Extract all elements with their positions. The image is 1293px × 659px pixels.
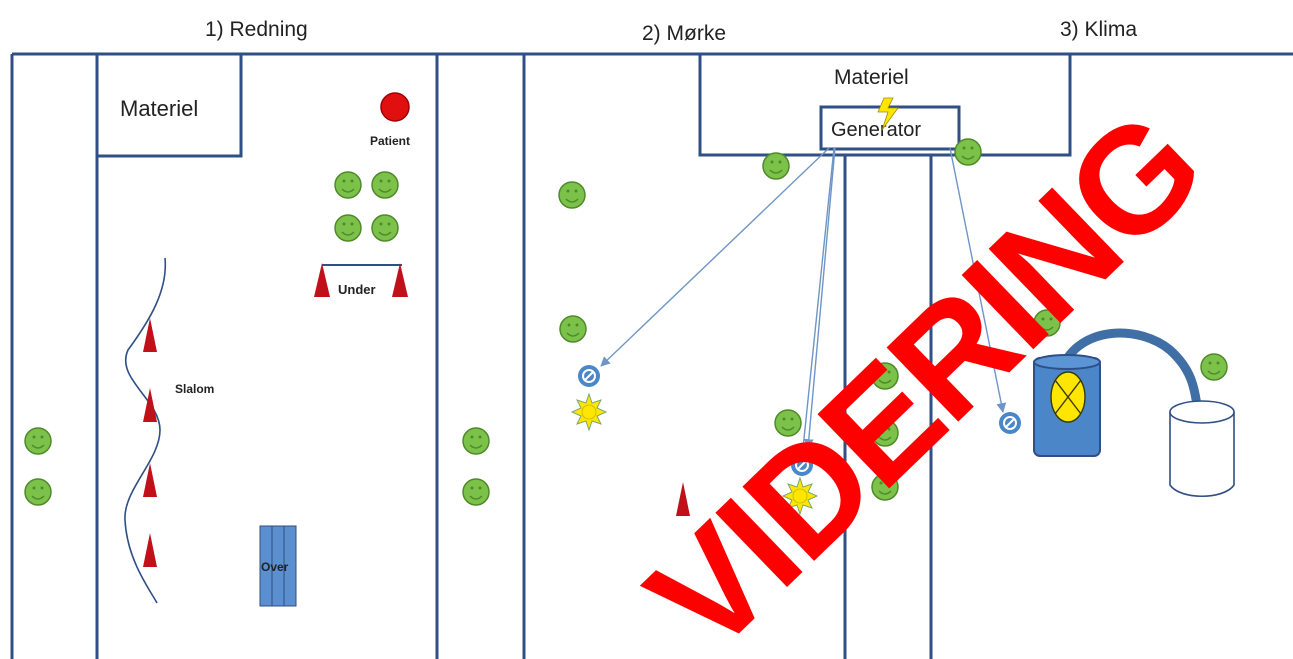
- smiley-icon: [871, 419, 899, 447]
- cable-4: [949, 147, 1007, 413]
- sun-center: [581, 404, 597, 420]
- cone-icon: [314, 263, 330, 297]
- people: [24, 138, 1228, 506]
- smiley-icon: [871, 362, 899, 390]
- station-title-klima: 3) Klima: [1060, 18, 1137, 41]
- materiel-box-left: [95, 52, 243, 158]
- over-block-part: [283, 525, 297, 607]
- lamp-lens: [582, 369, 596, 383]
- slalom-path: [124, 257, 167, 604]
- smiley-icon: [334, 171, 362, 199]
- cables: [600, 147, 1007, 459]
- smiley-icon: [871, 473, 899, 501]
- smiley-icon: [24, 478, 52, 506]
- smiley-icon: [371, 171, 399, 199]
- smiley-icon: [774, 409, 802, 437]
- smiley-icon: [559, 315, 587, 343]
- slalom-label: Slalom: [175, 382, 214, 396]
- over-label: Over: [261, 560, 289, 574]
- climate-equipment: [1033, 328, 1235, 497]
- bucket: [1169, 412, 1235, 497]
- lamp-lens: [1003, 416, 1017, 430]
- sun-center: [792, 488, 808, 504]
- smiley-icon: [462, 478, 490, 506]
- lightning-icon: [877, 97, 899, 131]
- lamp-lens-bar: [584, 371, 594, 381]
- patient-icon: [380, 92, 410, 122]
- cone-icon: [143, 463, 157, 497]
- smiley-icon: [954, 138, 982, 166]
- smiley-icon: [371, 214, 399, 242]
- cable-2: [803, 147, 836, 449]
- lamp-2: [781, 454, 819, 516]
- lamp-1: [570, 365, 608, 432]
- cable-3: [798, 147, 835, 459]
- smiley-icon: [1200, 353, 1228, 381]
- heater-cross: [1054, 379, 1082, 415]
- smiley-icon: [558, 181, 586, 209]
- under-label: Under: [338, 282, 376, 297]
- blue-tank-top: [1033, 354, 1101, 370]
- cone-icon: [143, 533, 157, 567]
- cable-1: [600, 147, 830, 367]
- cone-icon: [676, 482, 690, 516]
- bucket-rim: [1169, 400, 1235, 424]
- cone-icon: [143, 388, 157, 422]
- smiley-icon: [334, 214, 362, 242]
- station-title-morke: 2) Mørke: [642, 22, 726, 45]
- cone-icon: [143, 318, 157, 352]
- station-title-redning: 1) Redning: [205, 18, 308, 41]
- lamp-lens-bar: [1005, 418, 1015, 428]
- hose: [1057, 328, 1203, 419]
- cone-icon: [392, 263, 408, 297]
- materiel-label-center: Materiel: [834, 66, 909, 89]
- lamp-3: [999, 412, 1021, 434]
- over-block: [259, 525, 297, 607]
- lamp-lens: [795, 458, 809, 472]
- under-obstacle: [314, 263, 408, 297]
- generator-label: Generator: [831, 119, 921, 141]
- smiley-icon: [24, 427, 52, 455]
- materiel-label-left: Materiel: [120, 96, 198, 121]
- lamp-lens-bar: [797, 460, 807, 470]
- smiley-icon: [1033, 309, 1061, 337]
- smiley-icon: [462, 427, 490, 455]
- smiley-icon: [762, 152, 790, 180]
- watermark-text: VIDERING: [616, 81, 1231, 659]
- patient-label: Patient: [370, 134, 410, 148]
